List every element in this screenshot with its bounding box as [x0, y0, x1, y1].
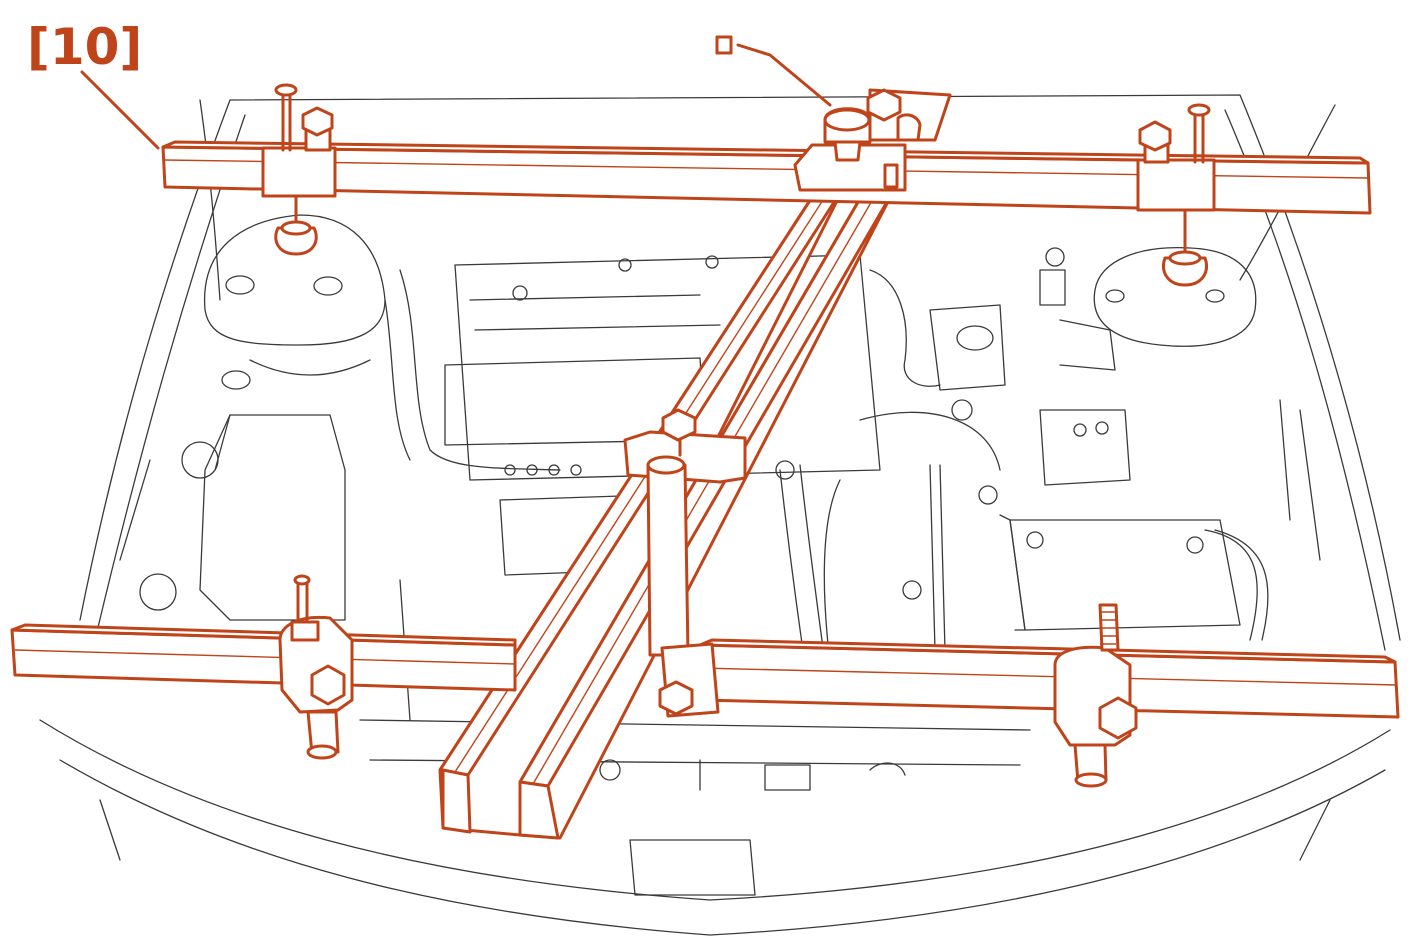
- center-clamp: [715, 35, 952, 192]
- callout-label: [10]: [27, 18, 142, 76]
- longitudinal-beam: [438, 183, 897, 840]
- callout-10: [10]: [27, 18, 160, 150]
- knob-icon: [661, 408, 697, 442]
- middle-slider: [623, 408, 747, 657]
- engine-support-tool: [10, 35, 1400, 840]
- callout-leader-line: [80, 70, 160, 150]
- knob-icon: [1138, 120, 1172, 152]
- knob-icon: [301, 106, 334, 137]
- rear-left-bracket: [261, 83, 337, 256]
- front-cross-bar: [10, 623, 1400, 719]
- knob-icon: [658, 680, 694, 716]
- rear-right-bracket: [1136, 103, 1216, 287]
- knob-icon: [310, 664, 346, 706]
- rear-cross-bar: [161, 140, 1372, 215]
- front-right-hook: [1053, 603, 1138, 788]
- front-left-hook: [278, 574, 354, 760]
- knob-icon: [1098, 696, 1138, 740]
- knob-icon: [866, 88, 902, 122]
- front-middle-hanger: [658, 642, 720, 718]
